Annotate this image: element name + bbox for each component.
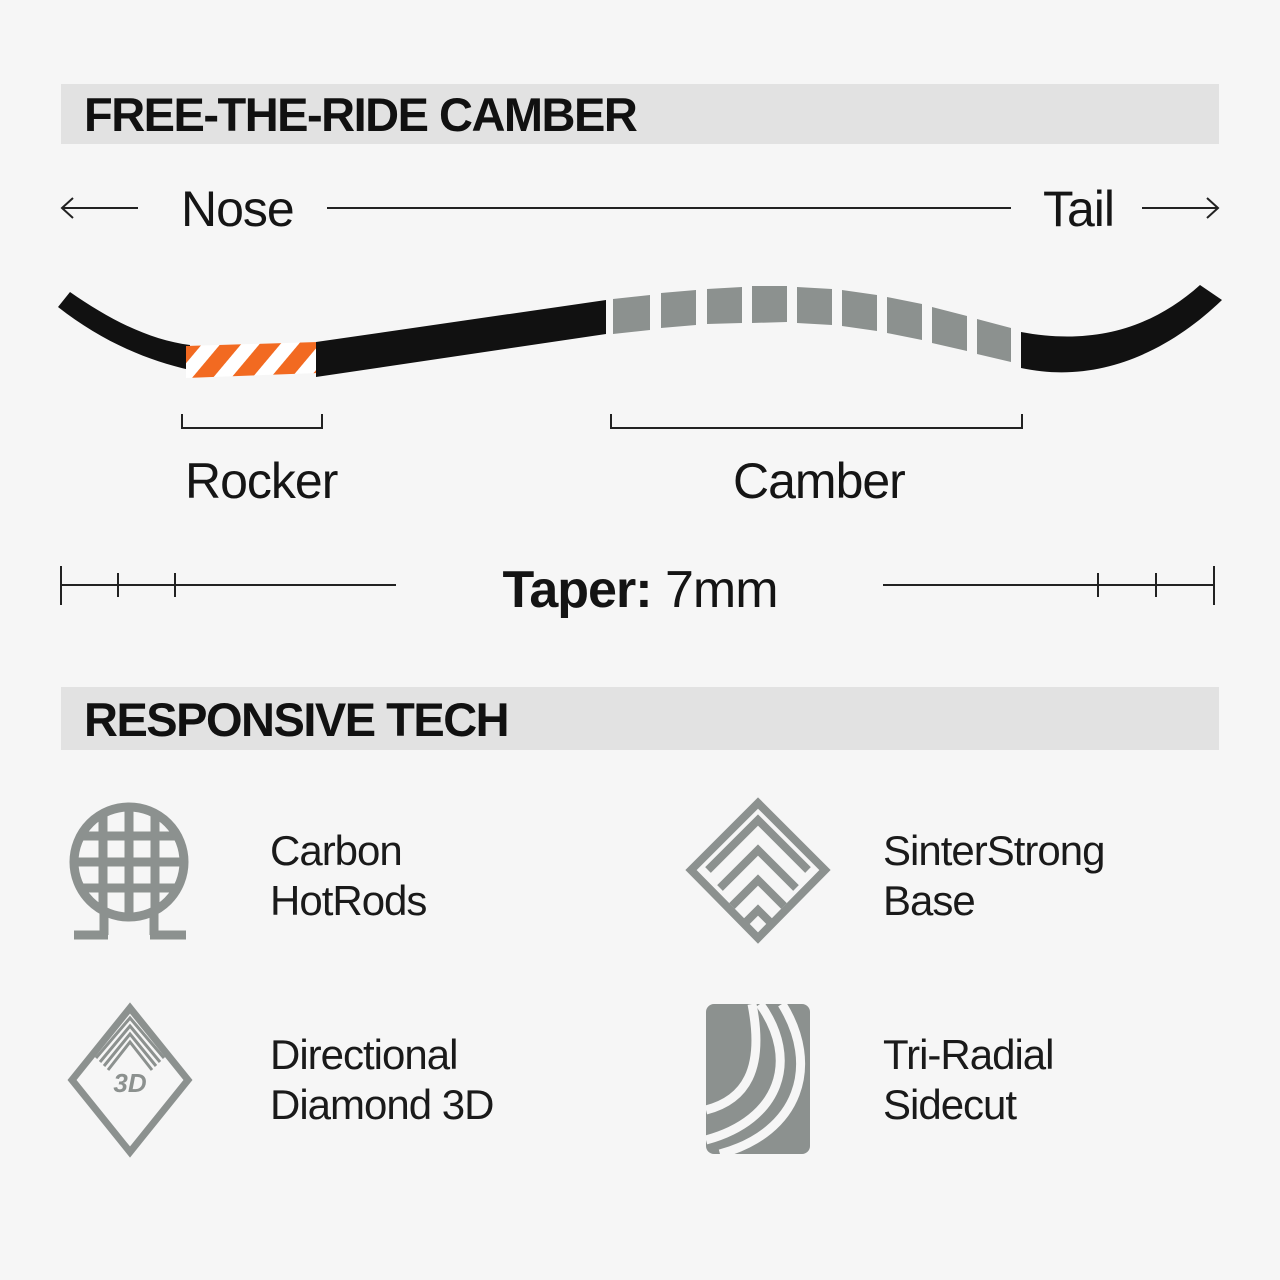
- feature-line1: Directional: [270, 1031, 458, 1078]
- feature-line1: Carbon: [270, 827, 403, 874]
- camber-label: Camber: [733, 453, 906, 509]
- camber-zone: [613, 286, 1011, 362]
- taper-scale-left: [60, 566, 396, 605]
- feature-tri-radial-sidecut-label: Tri-Radial Sidecut: [883, 1030, 1054, 1130]
- feature-line2: Base: [883, 877, 976, 924]
- tail-arrow: [1142, 197, 1220, 219]
- taper-scale-right: [883, 566, 1215, 605]
- camber-section-title: FREE-THE-RIDE CAMBER: [84, 88, 638, 141]
- feature-line2: Diamond 3D: [270, 1081, 494, 1128]
- feature-line1: SinterStrong: [883, 827, 1105, 874]
- taper-readout: Taper: 7mm: [0, 560, 1280, 620]
- camber-header-band: [61, 84, 1219, 144]
- carbon-hotrods-icon: [69, 802, 189, 940]
- feature-directional-diamond-label: Directional Diamond 3D: [270, 1030, 494, 1130]
- tri-radial-sidecut-icon: [704, 1001, 810, 1159]
- rocker-bracket: [181, 414, 323, 429]
- camber-bracket: [610, 414, 1023, 429]
- feature-carbon-hotrods-label: Carbon HotRods: [270, 826, 427, 926]
- tech-section-title: RESPONSIVE TECH: [84, 693, 510, 746]
- board-nose-section: [58, 292, 190, 370]
- taper-label: Taper:: [502, 561, 652, 619]
- board-tail-section: [1021, 285, 1222, 373]
- feature-line2: HotRods: [270, 877, 427, 924]
- taper-value: 7mm: [664, 561, 779, 619]
- nose-arrow: [60, 197, 138, 219]
- feature-line2: Sidecut: [883, 1081, 1017, 1128]
- rocker-label: Rocker: [185, 453, 338, 509]
- tail-label: Tail: [1043, 181, 1115, 237]
- feature-sinterstrong-base-label: SinterStrong Base: [883, 826, 1105, 926]
- diamond-3d-text: 3D: [113, 1068, 146, 1098]
- directional-diamond-3d-icon: 3D: [67, 1002, 193, 1158]
- sinterstrong-base-icon: [685, 797, 831, 944]
- tech-header-band: [61, 687, 1219, 750]
- board-mid-section: [316, 300, 606, 377]
- feature-line1: Tri-Radial: [883, 1031, 1054, 1078]
- nose-label: Nose: [181, 181, 295, 237]
- rocker-zone: [186, 342, 318, 378]
